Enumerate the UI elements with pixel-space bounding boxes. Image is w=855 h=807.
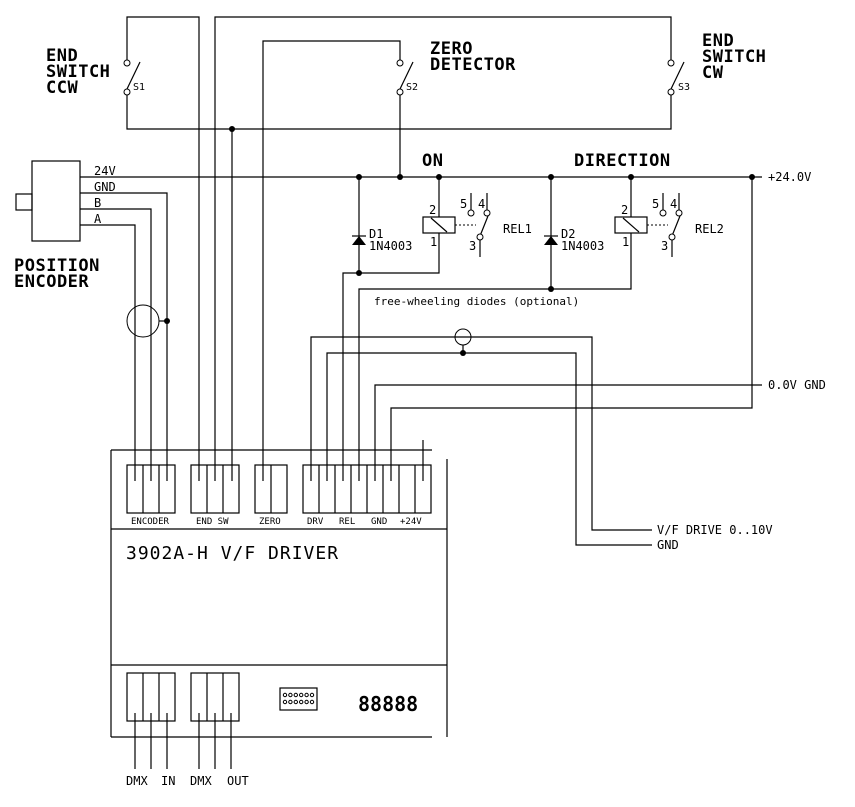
vf-gnd-label: GND — [657, 538, 679, 552]
rel2-pin5: 5 — [652, 197, 659, 211]
dmx-out-label-1: DMX — [190, 774, 212, 788]
switch-s2-blade — [399, 61, 414, 90]
end-switch-ccw-line2: SWITCH — [46, 62, 110, 82]
dmx-out-label-2: OUT — [227, 774, 249, 788]
diode-note: free-wheeling diodes (optional) — [374, 295, 579, 308]
end-switch-cw-line3: CW — [702, 63, 724, 83]
encoder-pin-24v: 24V — [94, 164, 116, 178]
rel1-pin4: 4 — [478, 197, 485, 211]
relay-direction-label: DIRECTION — [574, 151, 671, 171]
d2-part: 1N4003 — [561, 239, 604, 253]
vf-driver-module: ENCODER END SW ZERO DRV REL GND +24V 390… — [110, 449, 448, 738]
rel2-coil-pin2: 2 — [621, 203, 628, 217]
connector-label-drv: DRV — [307, 517, 324, 527]
zero-detector-line2: DETECTOR — [430, 55, 516, 75]
d1-part: 1N4003 — [369, 239, 412, 253]
header-pin — [309, 692, 315, 698]
encoder-label-line2: ENCODER — [14, 272, 89, 292]
s2-ref: S2 — [406, 82, 418, 93]
rel1-coil-pin1: 1 — [430, 235, 437, 249]
encoder-pin-a: A — [94, 212, 102, 226]
rel2-ref: REL2 — [695, 222, 724, 236]
seven-segment-display: 88888 — [358, 692, 418, 716]
shield-ring-icon — [126, 304, 160, 338]
connector-label-end-sw: END SW — [196, 517, 229, 527]
encoder-pin-gnd: GND — [94, 180, 116, 194]
connector-label-zero: ZERO — [259, 517, 281, 527]
header-pin — [282, 699, 288, 705]
switch-s3-blade — [670, 61, 685, 90]
vf-gnd-wire — [326, 352, 652, 546]
relay-on-group: ON D1 1N4003 2 1 5 4 3 REL1 — [342, 151, 532, 460]
connector-label-gnd: GND — [371, 517, 387, 527]
rel1-pin5: 5 — [460, 197, 467, 211]
header-pin — [304, 692, 309, 698]
dmx-legs — [134, 713, 232, 769]
connector-zero — [254, 464, 288, 514]
connector-pin-legs — [134, 440, 424, 481]
vf-drive-wire — [310, 336, 652, 531]
connector-label-rel: REL — [339, 517, 355, 527]
gnd-rail-label: 0.0V GND — [768, 378, 826, 392]
encoder-body — [31, 160, 81, 242]
encoder-pin-b: B — [94, 196, 101, 210]
switch-s1-blade — [126, 61, 141, 90]
plus24-label: +24.0V — [768, 170, 811, 184]
rel2-pin4: 4 — [670, 197, 677, 211]
end-switch-cw-line2: SWITCH — [702, 47, 766, 67]
end-switch-ccw: S1 END SWITCH CCW — [46, 16, 232, 460]
header-pin — [304, 699, 309, 705]
header-pin — [288, 699, 293, 705]
connector-power-io — [302, 464, 432, 514]
rel1-pin3: 3 — [469, 239, 476, 253]
rel1-ref: REL1 — [503, 222, 532, 236]
header-pin — [309, 699, 315, 705]
end-switch-cw-line1: END — [702, 31, 734, 51]
end-switch-ccw-line3: CCW — [46, 78, 78, 98]
s3-ref: S3 — [678, 82, 690, 93]
rel2-coil-pin1: 1 — [622, 235, 629, 249]
header-pin — [299, 692, 304, 698]
rel1-coil-pin2: 2 — [429, 203, 436, 217]
junction-dot — [229, 126, 235, 132]
driver-title: 3902A-H V/F DRIVER — [126, 543, 339, 564]
pin-header-icon — [279, 687, 318, 711]
d2-ref: D2 — [561, 227, 575, 241]
rel2-pin3: 3 — [661, 239, 668, 253]
zero-detector-line1: ZERO — [430, 39, 473, 59]
gnd-rail — [374, 384, 762, 460]
relay-direction-group: DIRECTION D2 1N4003 2 1 5 4 3 REL2 — [358, 151, 724, 460]
header-pin — [299, 699, 304, 705]
end-switch-cw: S3 END SWITCH CW — [214, 16, 766, 460]
encoder-shaft — [15, 193, 33, 211]
vf-drive-label: V/F DRIVE 0..10V — [657, 523, 773, 537]
diode-d1-icon — [352, 236, 366, 245]
relay-on-label: ON — [422, 151, 443, 171]
connector-label-encoder: ENCODER — [131, 517, 170, 527]
diode-d2-icon — [544, 236, 558, 245]
dmx-in-label-1: DMX — [126, 774, 148, 788]
encoder-label-line1: POSITION — [14, 256, 100, 276]
end-switch-ccw-line1: END — [46, 46, 78, 66]
plus24-to-driver-wire — [390, 177, 753, 460]
header-pin — [282, 692, 288, 698]
header-pin — [293, 692, 298, 698]
zero-detector: S2 ZERO DETECTOR — [262, 39, 516, 460]
s1-ref: S1 — [133, 82, 145, 93]
d1-ref: D1 — [369, 227, 383, 241]
header-pin — [288, 692, 293, 698]
connector-label-24v: +24V — [400, 517, 422, 527]
header-pin — [293, 699, 298, 705]
dmx-in-label-2: IN — [161, 774, 175, 788]
position-encoder: 24V GND B A POSITION ENCODER — [14, 160, 170, 460]
